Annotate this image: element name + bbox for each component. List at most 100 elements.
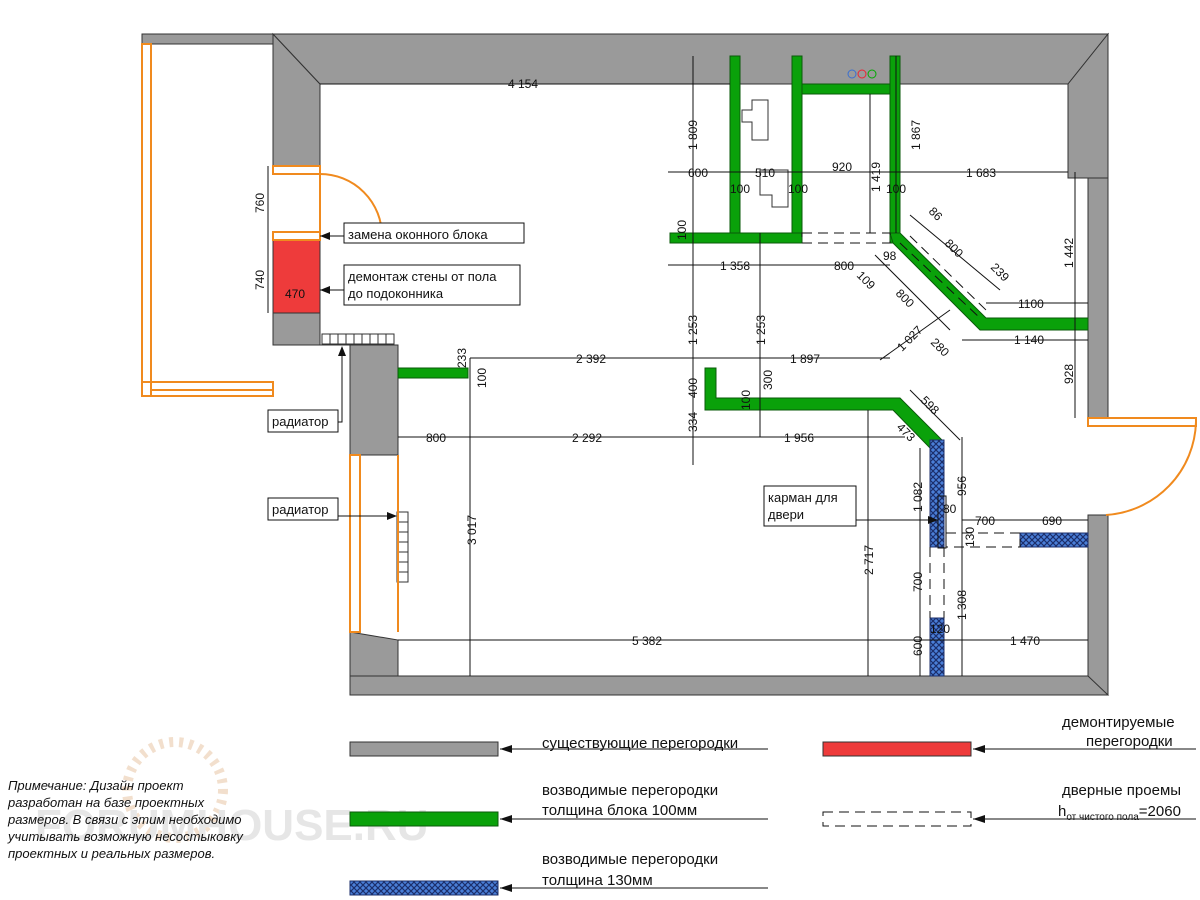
new-wall-v3 (889, 55, 901, 244)
dim-1082: 1 082 (911, 482, 925, 512)
existing-wall-right-mid (1087, 177, 1109, 419)
dim-1470: 1 470 (1010, 634, 1040, 648)
note-line-2: разработан на базе проектных (7, 795, 205, 810)
legend: существующие перегородки демонтируемые п… (349, 714, 1196, 896)
dim-5382: 5 382 (632, 634, 662, 648)
callout-radiator-1-text: радиатор (272, 414, 329, 429)
dim-1027: 1 027 (894, 323, 925, 354)
new-wall-diagonal-top (889, 232, 1089, 331)
dim-80: 80 (943, 502, 957, 516)
door-openings (801, 232, 1021, 618)
dim-700-a: 700 (975, 514, 995, 528)
dim-1867: 1 867 (909, 120, 923, 150)
legend-doors: дверные проемы hот чистого пола=2060 (822, 782, 1196, 827)
dim-100-c: 100 (886, 182, 906, 196)
dim-100-f: 100 (739, 390, 753, 410)
dim-280: 280 (928, 335, 952, 359)
toilet-icon (741, 99, 769, 141)
note: Примечание: Дизайн проект разработан на … (7, 778, 244, 861)
dim-1253-b: 1 253 (754, 315, 768, 345)
existing-wall-pier (349, 344, 399, 456)
callout-radiator-1: радиатор (267, 346, 346, 433)
callout-door-pocket-text-1: карман для (768, 490, 838, 505)
new-wall-h-top (801, 83, 901, 95)
existing-wall-left-stub (272, 312, 321, 346)
dim-510: 510 (755, 166, 775, 180)
dim-1683: 1 683 (966, 166, 996, 180)
dimension-lines (267, 56, 1088, 676)
callout-wall-demolish-text-2: до подоконника (348, 286, 444, 301)
dim-300: 300 (761, 370, 775, 390)
legend-existing: существующие перегородки (349, 735, 768, 757)
dim-800-b: 800 (942, 236, 966, 260)
dim-109: 109 (854, 268, 878, 292)
dim-760: 760 (253, 193, 267, 213)
note-line-4: учитывать возможную несостыковку (7, 829, 244, 844)
demolished-wall (272, 239, 321, 314)
dim-100-b: 100 (788, 182, 808, 196)
dim-600-b: 600 (911, 636, 925, 656)
dim-100-e: 100 (475, 368, 489, 388)
new-wall-130-lower (929, 617, 945, 677)
dim-928: 928 (1062, 364, 1076, 384)
dim-740: 740 (253, 270, 267, 290)
callout-wall-demolish: демонтаж стены от пола до подоконника (320, 264, 521, 306)
legend-new130-text-1: возводимые перегородки (542, 851, 718, 868)
dim-1358: 1 358 (720, 259, 750, 273)
legend-demolished-text-2: перегородки (1086, 733, 1173, 750)
callouts: замена оконного блока демонтаж стены от … (267, 222, 938, 527)
dim-233: 233 (455, 348, 469, 368)
dim-700-b: 700 (911, 572, 925, 592)
dim-400: 400 (686, 378, 700, 398)
new-walls-130 (929, 439, 1089, 677)
dim-598: 598 (918, 393, 942, 417)
dim-100-d: 100 (675, 220, 689, 240)
dim-239: 239 (988, 260, 1012, 284)
radiator-block-top (321, 333, 395, 345)
sink-icon (759, 169, 789, 208)
bathroom-fixtures (741, 69, 877, 208)
door-pocket (937, 495, 947, 549)
legend-new130: возводимые перегородки толщина 130мм (349, 851, 768, 896)
legend-existing-text: существующие перегородки (542, 735, 738, 752)
dim-2717: 2 717 (862, 545, 876, 575)
note-line-5: проектных и реальных размеров. (8, 846, 215, 861)
legend-doors-h: hот чистого пола=2060 (1058, 803, 1181, 823)
dim-800-a: 800 (834, 259, 854, 273)
existing-wall-right-lower (1087, 514, 1109, 696)
existing-wall-top (271, 33, 1110, 85)
legend-new130-text-2: толщина 130мм (542, 872, 653, 889)
dim-334: 334 (686, 412, 700, 432)
dim-1140: 1 140 (1014, 333, 1044, 347)
callout-window-replace: замена оконного блока (320, 222, 525, 244)
dim-920: 920 (832, 160, 852, 174)
legend-new100: возводимые перегородки толщина блока 100… (349, 782, 768, 827)
balcony-frame (141, 43, 1197, 633)
callout-radiator-2: радиатор (267, 497, 397, 521)
legend-demolished-text-1: демонтируемые (1062, 714, 1175, 731)
dim-1956: 1 956 (784, 431, 814, 445)
dim-800-c: 800 (893, 286, 917, 310)
new-wall-h-left (669, 232, 803, 244)
dim-86: 86 (926, 204, 946, 224)
dim-800-d: 800 (426, 431, 446, 445)
dim-120: 120 (930, 622, 950, 636)
new-walls-100 (397, 55, 1089, 449)
note-line-3: размеров. В связи с этим необходимо (7, 812, 242, 827)
dim-130: 130 (963, 527, 977, 547)
pipe-blue-icon (847, 69, 857, 79)
existing-walls (141, 32, 1110, 696)
callout-radiator-2-text: радиатор (272, 502, 329, 517)
pipe-green-icon (867, 69, 877, 79)
callout-door-pocket: карман для двери (763, 485, 938, 527)
dim-956: 956 (955, 476, 969, 496)
dim-1442: 1 442 (1062, 238, 1076, 268)
dim-600: 600 (688, 166, 708, 180)
dim-3017: 3 017 (465, 515, 479, 545)
pipe-red-icon (857, 69, 867, 79)
new-wall-130-right (1019, 532, 1089, 548)
new-wall-stub (397, 367, 469, 379)
dim-98: 98 (883, 249, 897, 263)
dim-1253-a: 1 253 (686, 315, 700, 345)
dim-2292: 2 292 (572, 431, 602, 445)
